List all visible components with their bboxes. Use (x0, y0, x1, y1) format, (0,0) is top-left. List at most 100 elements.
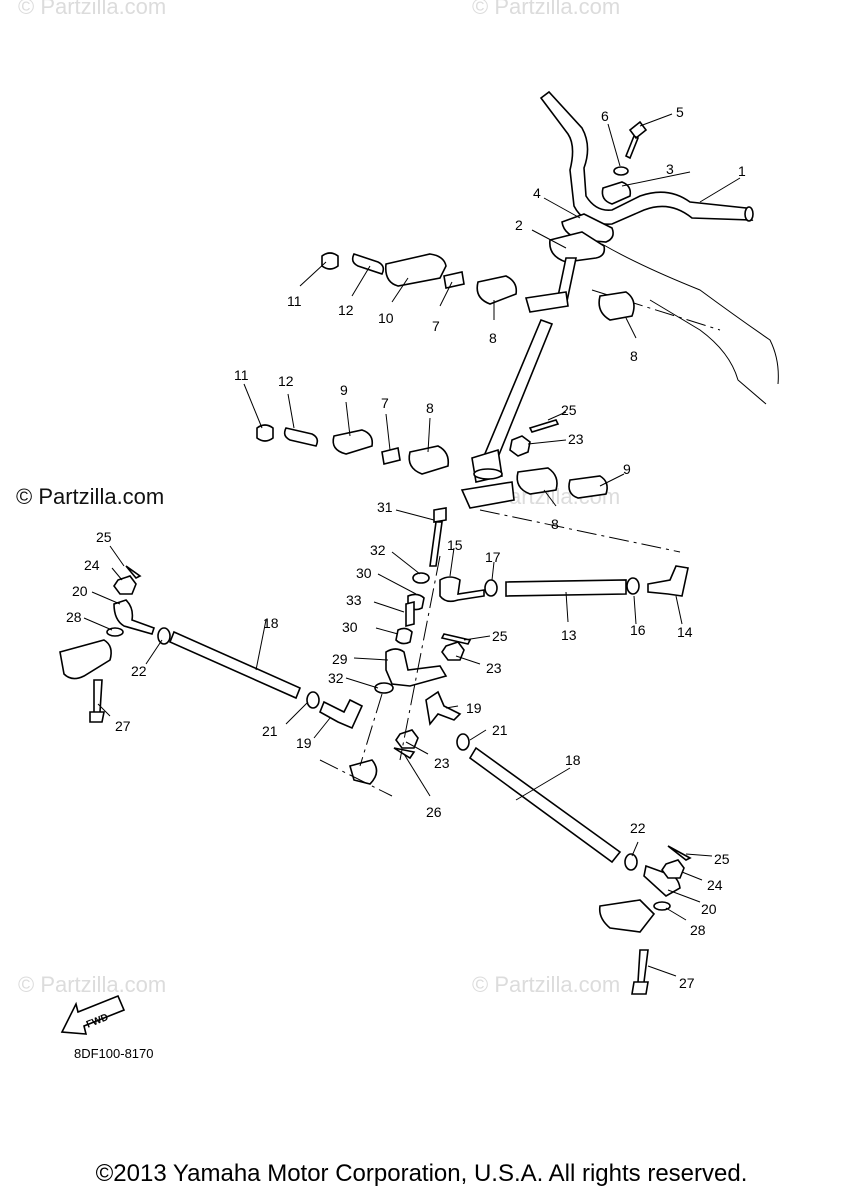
nut-24-right[interactable] (661, 859, 685, 879)
callout-8-upper: 8 (489, 330, 497, 346)
callout-26: 26 (426, 804, 442, 820)
callout-18-right: 18 (565, 752, 581, 768)
callouts: 1 2 3 4 5 6 7 7 8 8 8 8 9 9 10 11 11 12 … (66, 104, 746, 991)
nut-21-left[interactable] (306, 691, 320, 709)
tie-rod-end-14[interactable] (647, 565, 689, 597)
nut-22-right[interactable] (624, 853, 638, 871)
washer[interactable] (613, 166, 629, 176)
callout-1: 1 (738, 163, 746, 179)
bushing-holder-upper-8[interactable] (476, 275, 518, 305)
callout-20-left: 20 (72, 583, 88, 599)
bolt-27-right[interactable] (631, 949, 649, 995)
leader-lines (83, 113, 741, 977)
handlebar-holder-upper[interactable] (601, 181, 632, 205)
nut-column-23[interactable] (509, 435, 531, 457)
tie-rod-end-19-right[interactable] (425, 690, 462, 726)
tie-rod-18-right[interactable] (468, 746, 622, 864)
callout-17: 17 (485, 549, 501, 565)
tie-rod-center-13[interactable] (505, 579, 627, 597)
callout-19-right: 19 (466, 700, 482, 716)
callout-23-mid: 23 (486, 660, 502, 676)
bushing-30-lower[interactable] (395, 627, 413, 645)
watermark-top-left: © Partzilla.com (18, 0, 167, 19)
bushing-holder-right-8[interactable] (516, 467, 558, 495)
tie-rod-end-20-left[interactable] (113, 599, 156, 635)
callout-25-upper: 25 (561, 402, 577, 418)
link-middle-12[interactable] (283, 427, 319, 447)
callout-23-upper: 23 (568, 431, 584, 447)
callout-23-lower: 23 (434, 755, 450, 771)
tie-rod-end-15[interactable] (439, 576, 485, 603)
callout-24-left: 24 (84, 557, 100, 573)
washer-32-lower[interactable] (374, 682, 394, 694)
callout-21-right: 21 (492, 722, 508, 738)
callout-29: 29 (332, 651, 348, 667)
nut-23-mid[interactable] (441, 641, 465, 661)
steering-column[interactable] (460, 257, 577, 509)
callout-13: 13 (561, 627, 577, 643)
column-mount-base[interactable] (349, 759, 378, 785)
plate-middle-9[interactable] (332, 429, 374, 455)
nut-24-left[interactable] (113, 575, 137, 595)
cotter-pin-25-left[interactable] (125, 565, 142, 579)
collar-middle-7[interactable] (381, 447, 401, 465)
nut-upper-11[interactable] (321, 252, 339, 270)
callout-9-middle: 9 (340, 382, 348, 398)
bolt-27-left[interactable] (89, 679, 105, 723)
callout-22-right: 22 (630, 820, 646, 836)
watermark-mid-left: © Partzilla.com (16, 484, 165, 509)
bushing-holder-middle-8[interactable] (408, 445, 450, 475)
callout-8-right: 8 (551, 516, 559, 532)
nut-21-right[interactable] (456, 733, 470, 751)
callout-9-right: 9 (623, 461, 631, 477)
callout-4: 4 (533, 185, 541, 201)
bushing-holder-upper-right-8[interactable] (598, 291, 635, 321)
cotter-pin-25-lower[interactable] (440, 633, 472, 645)
column-bracket[interactable] (549, 231, 606, 263)
callout-7-middle: 7 (381, 395, 389, 411)
collar-33[interactable] (405, 600, 415, 628)
callout-32-lower: 32 (328, 670, 344, 686)
plate-upper-10[interactable] (384, 253, 447, 287)
handlebar[interactable] (539, 90, 754, 225)
nut-16[interactable] (626, 577, 640, 595)
callout-15: 15 (447, 537, 463, 553)
callout-11-middle: 11 (234, 367, 249, 383)
callout-25-mid: 25 (492, 628, 508, 644)
tie-rod-18-left[interactable] (168, 630, 302, 700)
cotter-pin-25-right[interactable] (667, 845, 692, 861)
pitman-arm-29[interactable] (385, 648, 448, 687)
plate-right-9[interactable] (568, 475, 608, 499)
column-center-axis (399, 555, 441, 761)
callout-27-right: 27 (679, 975, 695, 991)
handlebar-bolt[interactable] (624, 120, 648, 160)
column-lower-guide (359, 693, 383, 767)
callout-24-right: 24 (707, 877, 723, 893)
watermark-bottom-right: © Partzilla.com (472, 972, 621, 997)
watermark-top-right: © Partzilla.com (472, 0, 621, 19)
callout-16: 16 (630, 622, 646, 638)
callout-30-upper: 30 (356, 565, 372, 581)
nut-22-left[interactable] (157, 627, 171, 645)
fwd-arrow-icon: FWD (60, 994, 126, 1035)
callout-7-upper: 7 (432, 318, 440, 334)
callout-30-lower: 30 (342, 619, 358, 635)
nut-17[interactable] (484, 579, 498, 597)
link-upper-12[interactable] (351, 253, 385, 275)
tie-rod-end-19-left[interactable] (318, 698, 364, 730)
callout-32-upper: 32 (370, 542, 386, 558)
collar-upper-7[interactable] (443, 271, 465, 289)
callout-12-middle: 12 (278, 373, 294, 389)
washer-32-upper[interactable] (412, 572, 430, 584)
cotter-pin-upper-25[interactable] (528, 419, 560, 433)
nut-middle-11[interactable] (256, 424, 274, 442)
column-mount-axis (319, 759, 393, 797)
lock-washer-26[interactable] (393, 747, 416, 760)
knuckle-left[interactable] (59, 639, 112, 680)
callout-2: 2 (515, 217, 523, 233)
knuckle-right[interactable] (598, 899, 656, 933)
callout-10: 10 (378, 310, 394, 326)
callout-27-left: 27 (115, 718, 131, 734)
bolt-31[interactable] (429, 507, 447, 567)
nut-23-lower[interactable] (395, 729, 419, 749)
